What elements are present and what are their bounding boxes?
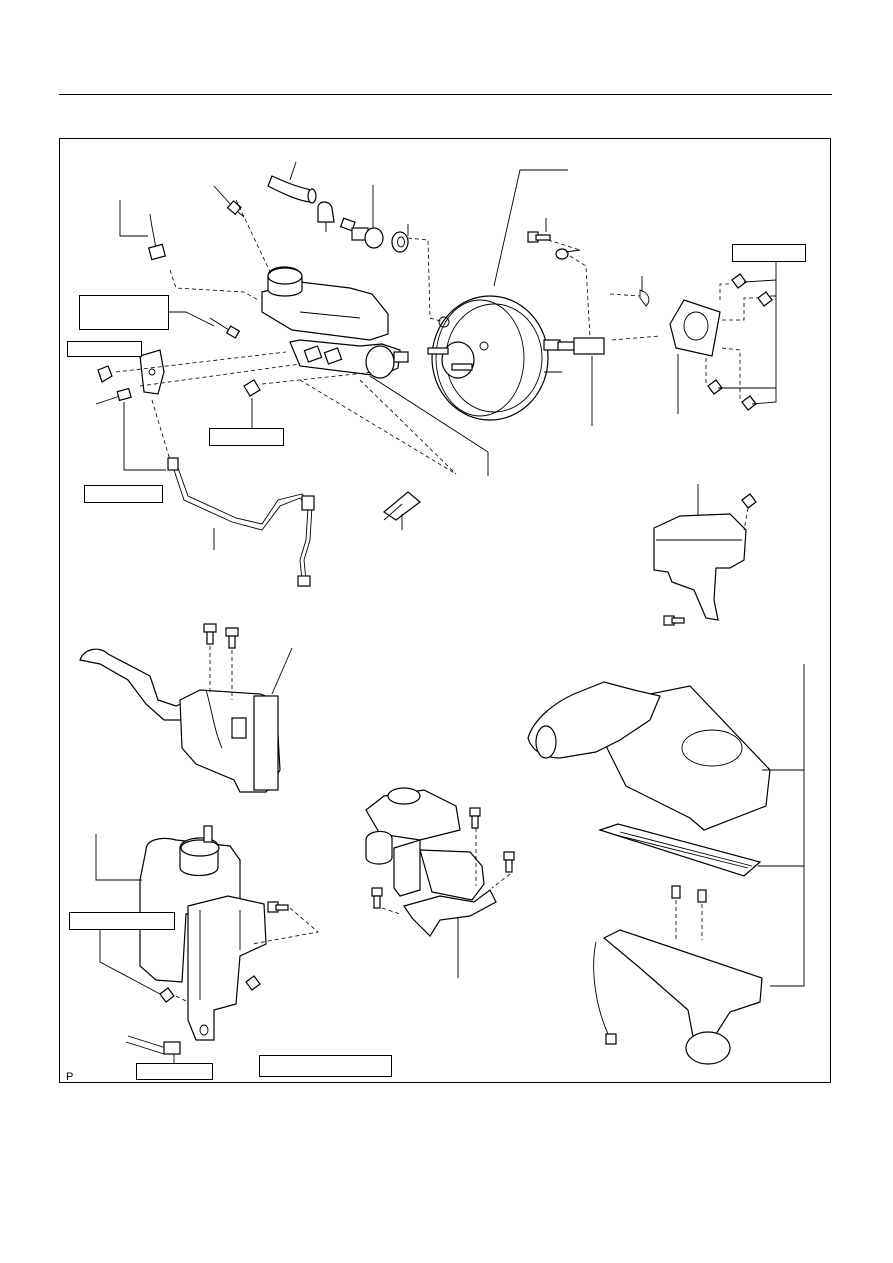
brake-tube-icon xyxy=(167,457,315,587)
canister-hose-icon xyxy=(125,1035,181,1055)
cover-bolt-icon xyxy=(663,615,685,626)
left-nut-label-box xyxy=(67,341,142,357)
air-cleaner-icon xyxy=(527,681,771,1065)
vsv-bracket-label-box xyxy=(69,912,175,930)
center-nut-label-box xyxy=(209,428,284,446)
canister-bolt-icon xyxy=(159,901,289,1003)
flange-nut-icon xyxy=(707,273,773,411)
figure-code: P xyxy=(66,1071,74,1083)
grommet-icon xyxy=(391,224,409,253)
header-rule xyxy=(59,94,832,95)
bottom-note-label-box xyxy=(259,1055,392,1077)
canister-icon xyxy=(95,825,267,1041)
diagram-frame xyxy=(59,138,831,1083)
cover-icon xyxy=(653,484,747,621)
center-nut-icon xyxy=(243,379,261,397)
sensor-wire-icon xyxy=(213,185,245,218)
hose-union-label-box xyxy=(136,1063,213,1080)
three-way-union-icon xyxy=(139,349,165,395)
egr-bolt-icon xyxy=(371,807,515,909)
pipe-fitting-icon xyxy=(209,317,241,339)
egr-valve-icon xyxy=(365,787,497,978)
left-flare-nut-icon xyxy=(95,387,132,405)
left-nut-icon xyxy=(97,365,113,383)
vacuum-pump-icon xyxy=(79,647,293,793)
pump-bolt-icon xyxy=(203,623,239,649)
gasket-icon xyxy=(669,299,721,414)
bolt-icon xyxy=(527,218,551,243)
clip-icon xyxy=(317,201,335,232)
cover-nut-icon xyxy=(741,493,757,509)
clevis-icon xyxy=(557,337,605,426)
union-nut-label-box xyxy=(84,485,163,503)
check-valve-icon xyxy=(339,185,384,249)
clip-pin-icon xyxy=(639,276,650,307)
brake-booster-icon xyxy=(427,295,562,421)
vacuum-hose-icon xyxy=(267,161,317,204)
washer-icon xyxy=(555,248,569,260)
gasket-nut-label-box xyxy=(732,244,806,262)
master-cylinder-icon xyxy=(261,266,409,379)
lower-hose-union-icon xyxy=(382,491,421,521)
connector-icon xyxy=(119,200,167,261)
reservoir-label-box xyxy=(79,295,169,330)
